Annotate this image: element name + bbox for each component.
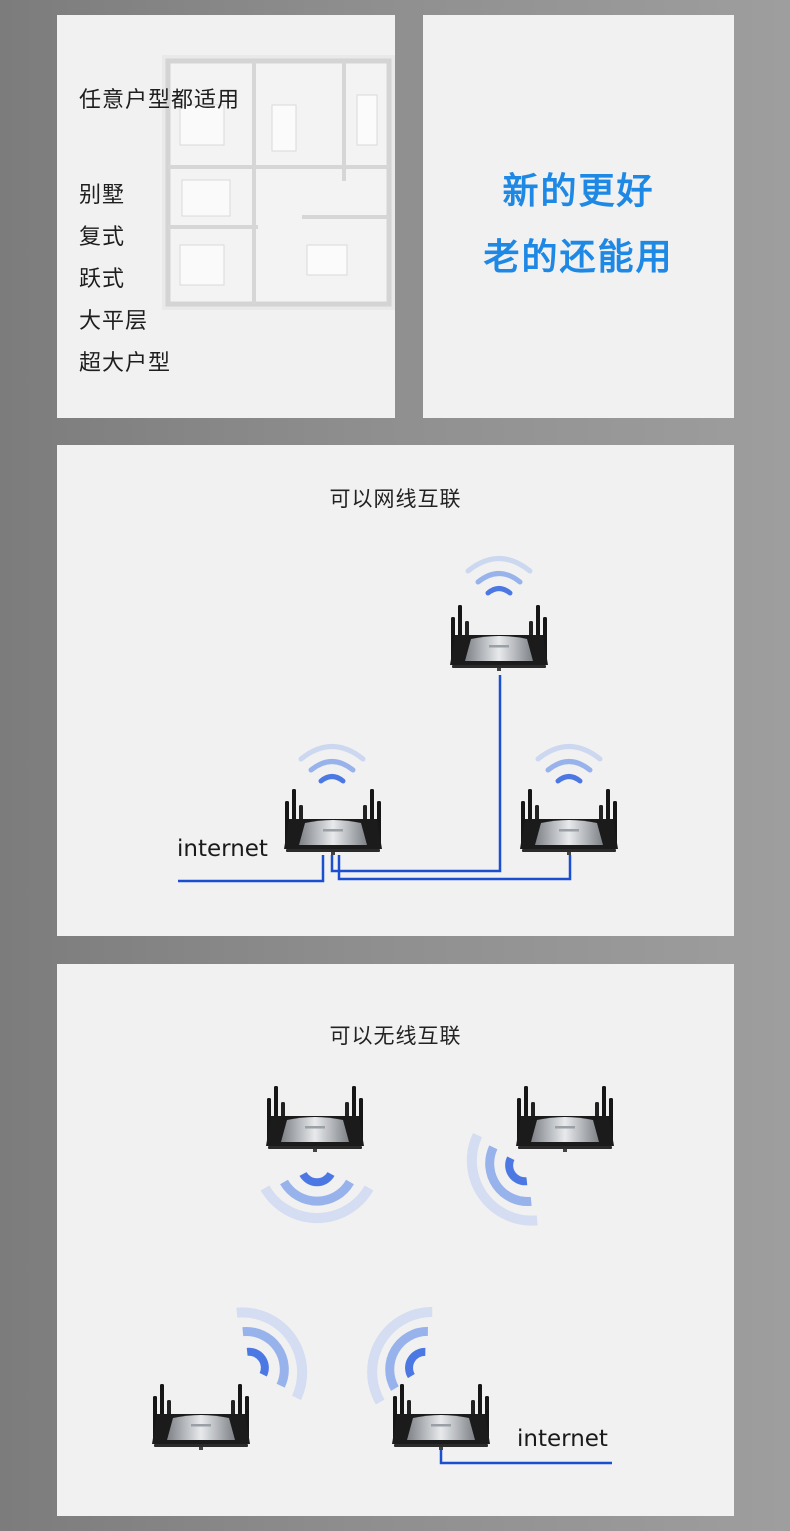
slogan-line-1: 新的更好 [502, 171, 655, 212]
wireless-network-diagram [152, 1086, 614, 1465]
internet-cable [178, 855, 325, 883]
internet-label: internet [517, 1426, 608, 1452]
wifi-wave-icon [265, 1174, 369, 1218]
ethernet-cables [178, 675, 572, 883]
router-icon [392, 1384, 490, 1450]
internet-label: internet [177, 836, 268, 862]
router-icon [516, 1086, 614, 1152]
wired-interconnect-panel: 可以网线互联 internet [57, 445, 734, 936]
apartment-type-item: 大平层 [79, 309, 149, 334]
internet-cable [439, 1450, 612, 1465]
floor-plan-illustration [162, 55, 395, 310]
wired-network-diagram [178, 445, 618, 883]
apartment-type-item: 别墅 [79, 183, 126, 208]
router-icon [450, 605, 548, 671]
router-icon [266, 1086, 364, 1152]
cable-to-right-router [337, 855, 572, 881]
wifi-wave-icon [354, 1297, 444, 1409]
cable-to-upper-router [330, 675, 502, 873]
apartment-heading: 任意户型都适用 [79, 88, 241, 113]
router-icon [152, 1384, 250, 1450]
wifi-signal-icon [301, 747, 363, 782]
wireless-interconnect-panel: 可以无线互联 internet [57, 964, 734, 1516]
apartment-type-item: 复式 [79, 225, 126, 250]
wifi-signal-icon [468, 559, 530, 594]
router-icon [284, 789, 382, 855]
slogan-panel: 新的更好 老的还能用 [423, 15, 734, 418]
apartment-types-panel: 任意户型都适用 别墅 复式 跃式 大平层 超大户型 [57, 15, 395, 418]
apartment-type-item: 超大户型 [79, 351, 172, 376]
wifi-signal-icon [538, 747, 600, 782]
apartment-type-list: 别墅 复式 跃式 大平层 超大户型 [79, 175, 171, 385]
wireless-panel-title: 可以无线互联 [329, 1024, 462, 1048]
wired-panel-title: 可以网线互联 [329, 487, 462, 511]
router-icon [520, 789, 618, 855]
slogan-line-2: 老的还能用 [483, 237, 674, 278]
apartment-type-item: 跃式 [79, 267, 126, 292]
